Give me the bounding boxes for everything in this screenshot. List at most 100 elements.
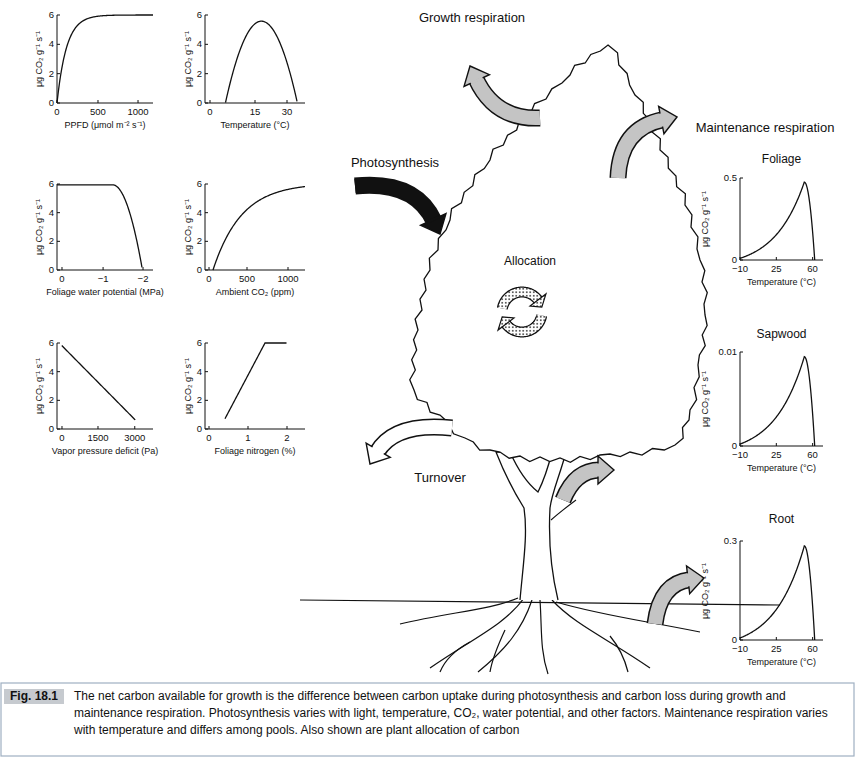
tick-label: 0: [49, 424, 54, 434]
tick: [143, 267, 144, 270]
tick-label: 6: [197, 179, 202, 189]
response-curve: [57, 185, 142, 267]
tick-label: 6: [197, 10, 202, 20]
tick: [138, 100, 139, 103]
tick-label: 0: [49, 98, 54, 108]
tick: [57, 15, 60, 16]
tick: [776, 637, 777, 640]
arrow-outline: [355, 185, 434, 221]
process-label: Allocation: [504, 255, 556, 268]
axis-label: μg CO₂ g⁻¹ s⁻¹: [35, 31, 45, 87]
axis: [57, 15, 153, 103]
response-chart: [740, 178, 823, 260]
response-chart: [740, 352, 823, 446]
panel-title: Root: [769, 513, 794, 526]
tick: [97, 426, 98, 429]
tick: [812, 443, 813, 446]
tick-label: 4: [49, 39, 54, 49]
root: [610, 636, 628, 672]
axis-label: Temperature (°C): [747, 278, 816, 288]
axis-label: Foliage nitrogen (%): [214, 447, 295, 457]
axis-label: μg CO₂ g⁻¹ s⁻¹: [701, 562, 711, 618]
tick-label: 0.3: [724, 536, 737, 546]
arrow-head: [659, 106, 677, 133]
tick-label: 0: [206, 274, 211, 284]
tick: [205, 103, 208, 104]
process-label: Maintenance respiration: [696, 121, 835, 135]
arrow-body: [355, 185, 434, 221]
flux-arrows: [355, 66, 704, 624]
cycle-head: [530, 294, 546, 307]
tick: [740, 541, 743, 542]
tick-label: 4: [197, 366, 202, 376]
arrow-body: [655, 580, 690, 624]
axis-label: μg CO₂ g⁻¹ s⁻¹: [184, 31, 194, 87]
root: [430, 598, 524, 668]
axis-label: Temperature (°C): [747, 658, 816, 668]
tick-label: 4: [197, 207, 202, 217]
tick: [209, 426, 210, 429]
root: [552, 600, 650, 668]
root: [440, 642, 470, 672]
tick-label: 4: [49, 366, 54, 376]
tree-illustration: [300, 45, 780, 674]
arrow-head: [421, 214, 446, 234]
tick: [740, 352, 743, 353]
tick-label: 6: [49, 179, 54, 189]
tick-label: 1000: [277, 274, 298, 284]
response-curve: [740, 182, 815, 260]
tick: [205, 270, 208, 271]
axis: [205, 343, 305, 429]
tick: [248, 426, 249, 429]
axis-label: Temperature (°C): [220, 121, 289, 131]
tick: [210, 100, 211, 103]
tick-label: 500: [90, 107, 106, 117]
arrow-body: [618, 120, 663, 178]
response-curve: [740, 546, 815, 640]
tick: [205, 241, 208, 242]
cycle-head: [498, 317, 514, 330]
tick: [287, 426, 288, 429]
tick-label: 25: [771, 450, 782, 460]
tick: [57, 400, 60, 401]
tick: [205, 184, 208, 185]
tick-label: −2: [138, 274, 149, 284]
response-curve: [740, 357, 815, 446]
tick-label: 25: [771, 264, 782, 274]
tick: [205, 15, 208, 16]
tick-label: 0.01: [719, 347, 738, 357]
axis: [740, 178, 823, 260]
tick-label: 30: [282, 107, 293, 117]
tick: [812, 637, 813, 640]
tick-label: 6: [49, 338, 54, 348]
tick-label: 6: [197, 338, 202, 348]
tick: [812, 257, 813, 260]
caption-frame: [1, 683, 854, 756]
tick-label: 0: [197, 424, 202, 434]
tick-label: 1000: [127, 107, 148, 117]
axis-label: μg CO₂ g⁻¹ s⁻¹: [184, 199, 194, 255]
arrow-body: [377, 427, 452, 452]
tick-label: 0.5: [724, 173, 737, 183]
arrow-head: [598, 456, 614, 484]
axis: [57, 184, 153, 270]
response-chart: [205, 15, 305, 103]
panel-title: Sapwood: [756, 328, 806, 341]
arrow-body: [563, 470, 600, 500]
arrow-outline: [476, 79, 540, 118]
tick-label: 2: [197, 68, 202, 78]
tick: [205, 371, 208, 372]
axis-label: μg CO₂ g⁻¹ s⁻¹: [35, 358, 45, 414]
tick: [61, 267, 62, 270]
arrow-seam: [427, 217, 439, 222]
arrow-seam: [471, 78, 483, 83]
photosynthesis-arrow: [355, 185, 446, 234]
axis-label: Temperature (°C): [747, 464, 816, 474]
tick: [776, 443, 777, 446]
foliage-respiration-arrow: [618, 106, 677, 178]
tick: [288, 267, 289, 270]
tick-label: 4: [49, 207, 54, 217]
tick-label: 2: [197, 236, 202, 246]
tick: [97, 100, 98, 103]
